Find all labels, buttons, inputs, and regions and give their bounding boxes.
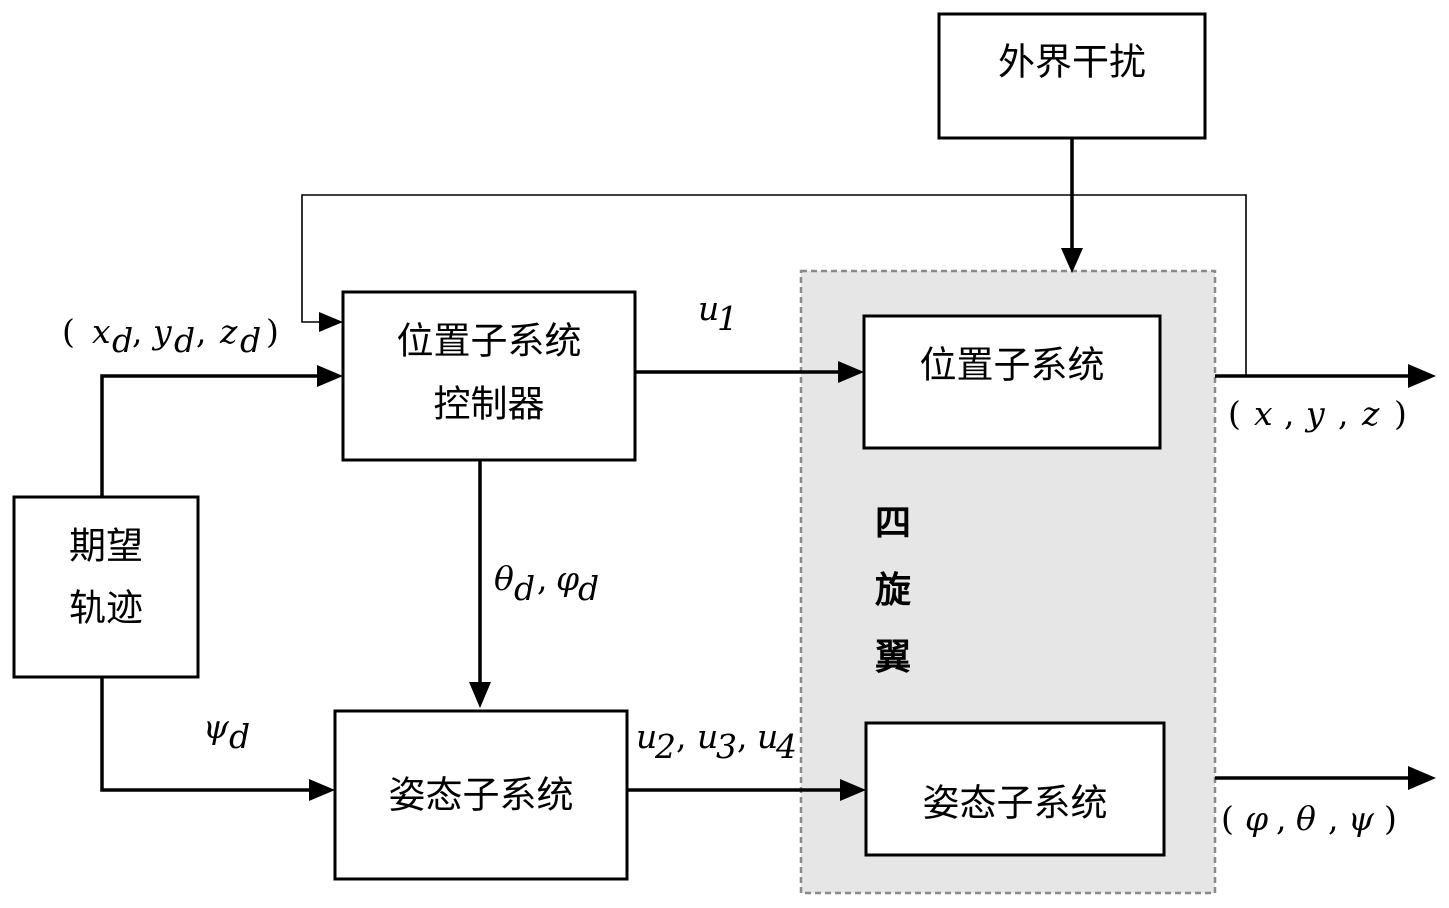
- u234-arrowhead: [840, 779, 866, 801]
- svg-text:,: ,: [1276, 799, 1287, 838]
- svg-text:θ: θ: [1296, 799, 1316, 838]
- svg-text:3: 3: [716, 727, 737, 766]
- u1-label: u 1: [698, 289, 738, 338]
- position-output-label: ( x , y , z ): [1228, 394, 1407, 433]
- svg-text:,: ,: [196, 312, 207, 351]
- svg-text:φ: φ: [1245, 799, 1268, 838]
- svg-text:d: d: [578, 569, 599, 608]
- svg-text:z: z: [1361, 394, 1380, 433]
- svg-text:θ: θ: [494, 559, 514, 598]
- position-controller-label-line1: 位置子系统: [397, 320, 582, 363]
- svg-text:1: 1: [717, 299, 738, 338]
- svg-text:ψ: ψ: [1348, 799, 1375, 838]
- quad-attitude-subsystem-label: 姿态子系统: [923, 782, 1108, 825]
- svg-text:x: x: [92, 312, 111, 351]
- svg-text:d: d: [174, 321, 195, 360]
- svg-text:,: ,: [1284, 394, 1295, 433]
- external-disturbance-label: 外界干扰: [998, 41, 1146, 84]
- svg-text:): ): [1384, 799, 1397, 838]
- trajectory-to-position-line: [100, 374, 320, 497]
- svg-text:4: 4: [775, 727, 797, 766]
- u234-label: u 2 , u 3 , u 4: [636, 717, 797, 766]
- quadrotor-label-char1: 四: [875, 503, 911, 544]
- svg-text:2: 2: [654, 727, 676, 766]
- svg-text:): ): [266, 312, 279, 351]
- quad-position-subsystem-box: [862, 314, 1162, 450]
- desired-position-label: ( x d , y d , z d ): [62, 312, 279, 360]
- attitude-controller-box: [333, 709, 629, 881]
- svg-text:y: y: [1304, 394, 1325, 433]
- quadrotor-label-char2: 旋: [875, 570, 911, 611]
- svg-text:): ): [1394, 394, 1407, 433]
- disturbance-arrowhead: [1061, 248, 1083, 273]
- svg-text:(: (: [1221, 799, 1234, 838]
- svg-text:(: (: [1228, 394, 1241, 433]
- desired-trajectory-label-line1: 期望: [69, 525, 143, 568]
- position-to-attitude-arrowhead: [469, 682, 491, 708]
- position-controller-box: [341, 290, 637, 462]
- svg-text:,: ,: [132, 312, 143, 351]
- quadrotor-label-char3: 翼: [875, 637, 911, 678]
- svg-text:,: ,: [1328, 799, 1339, 838]
- position-output-arrowhead: [1408, 364, 1436, 388]
- svg-text:u: u: [757, 717, 778, 756]
- svg-text:d: d: [112, 321, 133, 360]
- attitude-controller-label: 姿态子系统: [389, 774, 574, 817]
- quad-position-subsystem-label: 位置子系统: [920, 344, 1105, 387]
- attitude-output-label: ( φ , θ , ψ ): [1221, 799, 1397, 838]
- attitude-output-arrowhead: [1408, 766, 1436, 790]
- svg-text:u: u: [698, 289, 719, 328]
- desired-trajectory-label-line2: 轨迹: [69, 587, 143, 630]
- svg-text:z: z: [219, 312, 238, 351]
- theta-phi-desired-label: θ d , φ d: [494, 559, 599, 608]
- svg-text:,: ,: [1338, 394, 1349, 433]
- u1-arrowhead: [838, 361, 864, 383]
- svg-text:φ: φ: [556, 559, 579, 598]
- svg-text:d: d: [240, 321, 261, 360]
- trajectory-to-attitude-arrowhead: [309, 779, 335, 801]
- svg-text:d: d: [514, 569, 535, 608]
- trajectory-to-position-arrowhead: [317, 365, 343, 387]
- svg-text:(: (: [62, 312, 75, 351]
- svg-text:x: x: [1254, 394, 1273, 433]
- quad-attitude-subsystem-box: [864, 721, 1166, 857]
- external-disturbance-box: [937, 12, 1207, 140]
- svg-text:ψ: ψ: [203, 707, 230, 746]
- position-controller-label-line2: 控制器: [434, 383, 545, 426]
- svg-text:,: ,: [737, 717, 748, 756]
- svg-text:,: ,: [537, 559, 548, 598]
- feedback-line: [301, 194, 1247, 375]
- psi-desired-label: ψ d: [203, 707, 250, 756]
- desired-trajectory-box: [12, 495, 200, 679]
- trajectory-to-attitude-line: [100, 677, 312, 792]
- svg-text:y: y: [151, 312, 172, 351]
- svg-text:,: ,: [676, 717, 687, 756]
- svg-text:u: u: [636, 717, 657, 756]
- svg-text:u: u: [697, 717, 718, 756]
- feedback-arrowhead: [319, 312, 343, 332]
- svg-text:d: d: [229, 717, 250, 756]
